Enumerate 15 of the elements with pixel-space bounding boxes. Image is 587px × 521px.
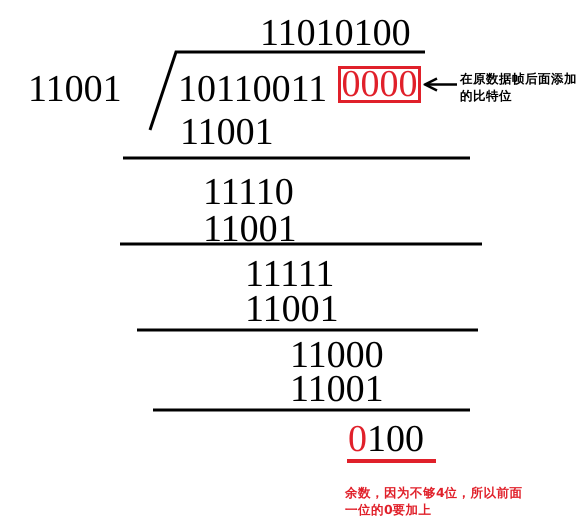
binary-number: 11001 <box>245 292 339 326</box>
binary-number: 11000 <box>290 338 384 372</box>
note-text: 在原数据帧后面添加的比特位 <box>460 70 580 106</box>
binary-number: 11110 <box>203 175 294 209</box>
remainder-number: 0100 <box>348 422 424 456</box>
binary-number: 11010100 <box>260 16 411 50</box>
binary-number: 11111 <box>245 257 334 291</box>
binary-number: 11001 <box>180 115 274 149</box>
note-text: 余数，因为不够4位，所以前面一位的0要加上 <box>345 484 524 518</box>
binary-number: 10110011 <box>178 72 328 106</box>
binary-number: 11001 <box>28 72 122 106</box>
binary-number: 11001 <box>290 372 384 406</box>
binary-number: 11001 <box>203 212 297 246</box>
arrow <box>424 77 457 92</box>
highlight-box: 0000 <box>338 66 421 103</box>
